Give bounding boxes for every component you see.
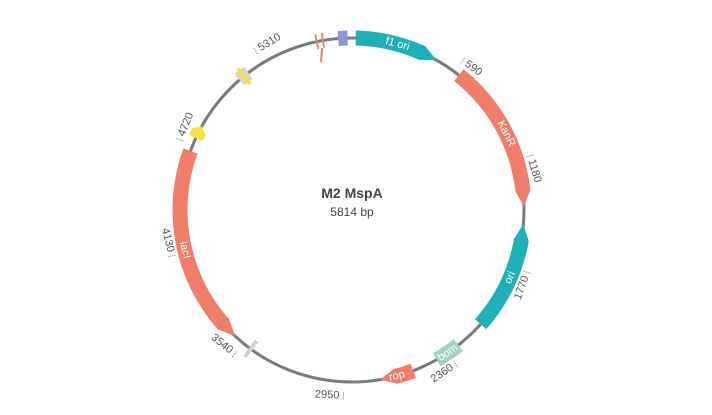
feature-rop[interactable]: [380, 363, 416, 384]
feature-mark-9[interactable]: [314, 34, 320, 50]
feature-label-ori: ori: [502, 270, 518, 286]
tick-5310: 5310: [253, 31, 283, 55]
tick-label: 5310: [256, 31, 283, 54]
feature-label-rop: rop: [388, 368, 406, 384]
feature-f1-ori[interactable]: [355, 30, 437, 61]
tick-mark: [523, 270, 531, 275]
feature-mark-8[interactable]: [337, 30, 348, 47]
tick-mark: [176, 137, 184, 142]
site-marker-1[interactable]: [236, 67, 252, 86]
tick-4130: 4130: [159, 227, 177, 258]
tick-mark: [253, 47, 258, 55]
site-marker-0[interactable]: [243, 339, 259, 359]
tick-label: 4130: [159, 227, 177, 254]
tick-mark: [526, 154, 534, 158]
feature-laci[interactable]: [172, 148, 235, 336]
plasmid-size: 5814 bp: [330, 205, 374, 219]
feature-ori[interactable]: [475, 224, 529, 330]
tick-label: 2360: [429, 362, 456, 386]
tick-mark: [168, 254, 176, 258]
tick-mark: [460, 57, 466, 64]
plasmid-name: M2 MspA: [321, 185, 382, 201]
feature-kanr[interactable]: [454, 69, 531, 207]
feature-mark-6[interactable]: [188, 126, 206, 142]
feature-bom[interactable]: [433, 339, 464, 367]
feature-mark-10[interactable]: [320, 32, 326, 49]
tick-label: 2950: [315, 388, 340, 401]
feature-label-laci: lacI: [177, 240, 193, 259]
primer-mark: [320, 47, 323, 63]
tick-2950: 2950: [315, 388, 345, 402]
tick-mark: [453, 361, 459, 368]
tick-mark: [231, 351, 238, 358]
tick-label: 3540: [209, 331, 236, 356]
tick-2360: 2360: [429, 361, 459, 386]
